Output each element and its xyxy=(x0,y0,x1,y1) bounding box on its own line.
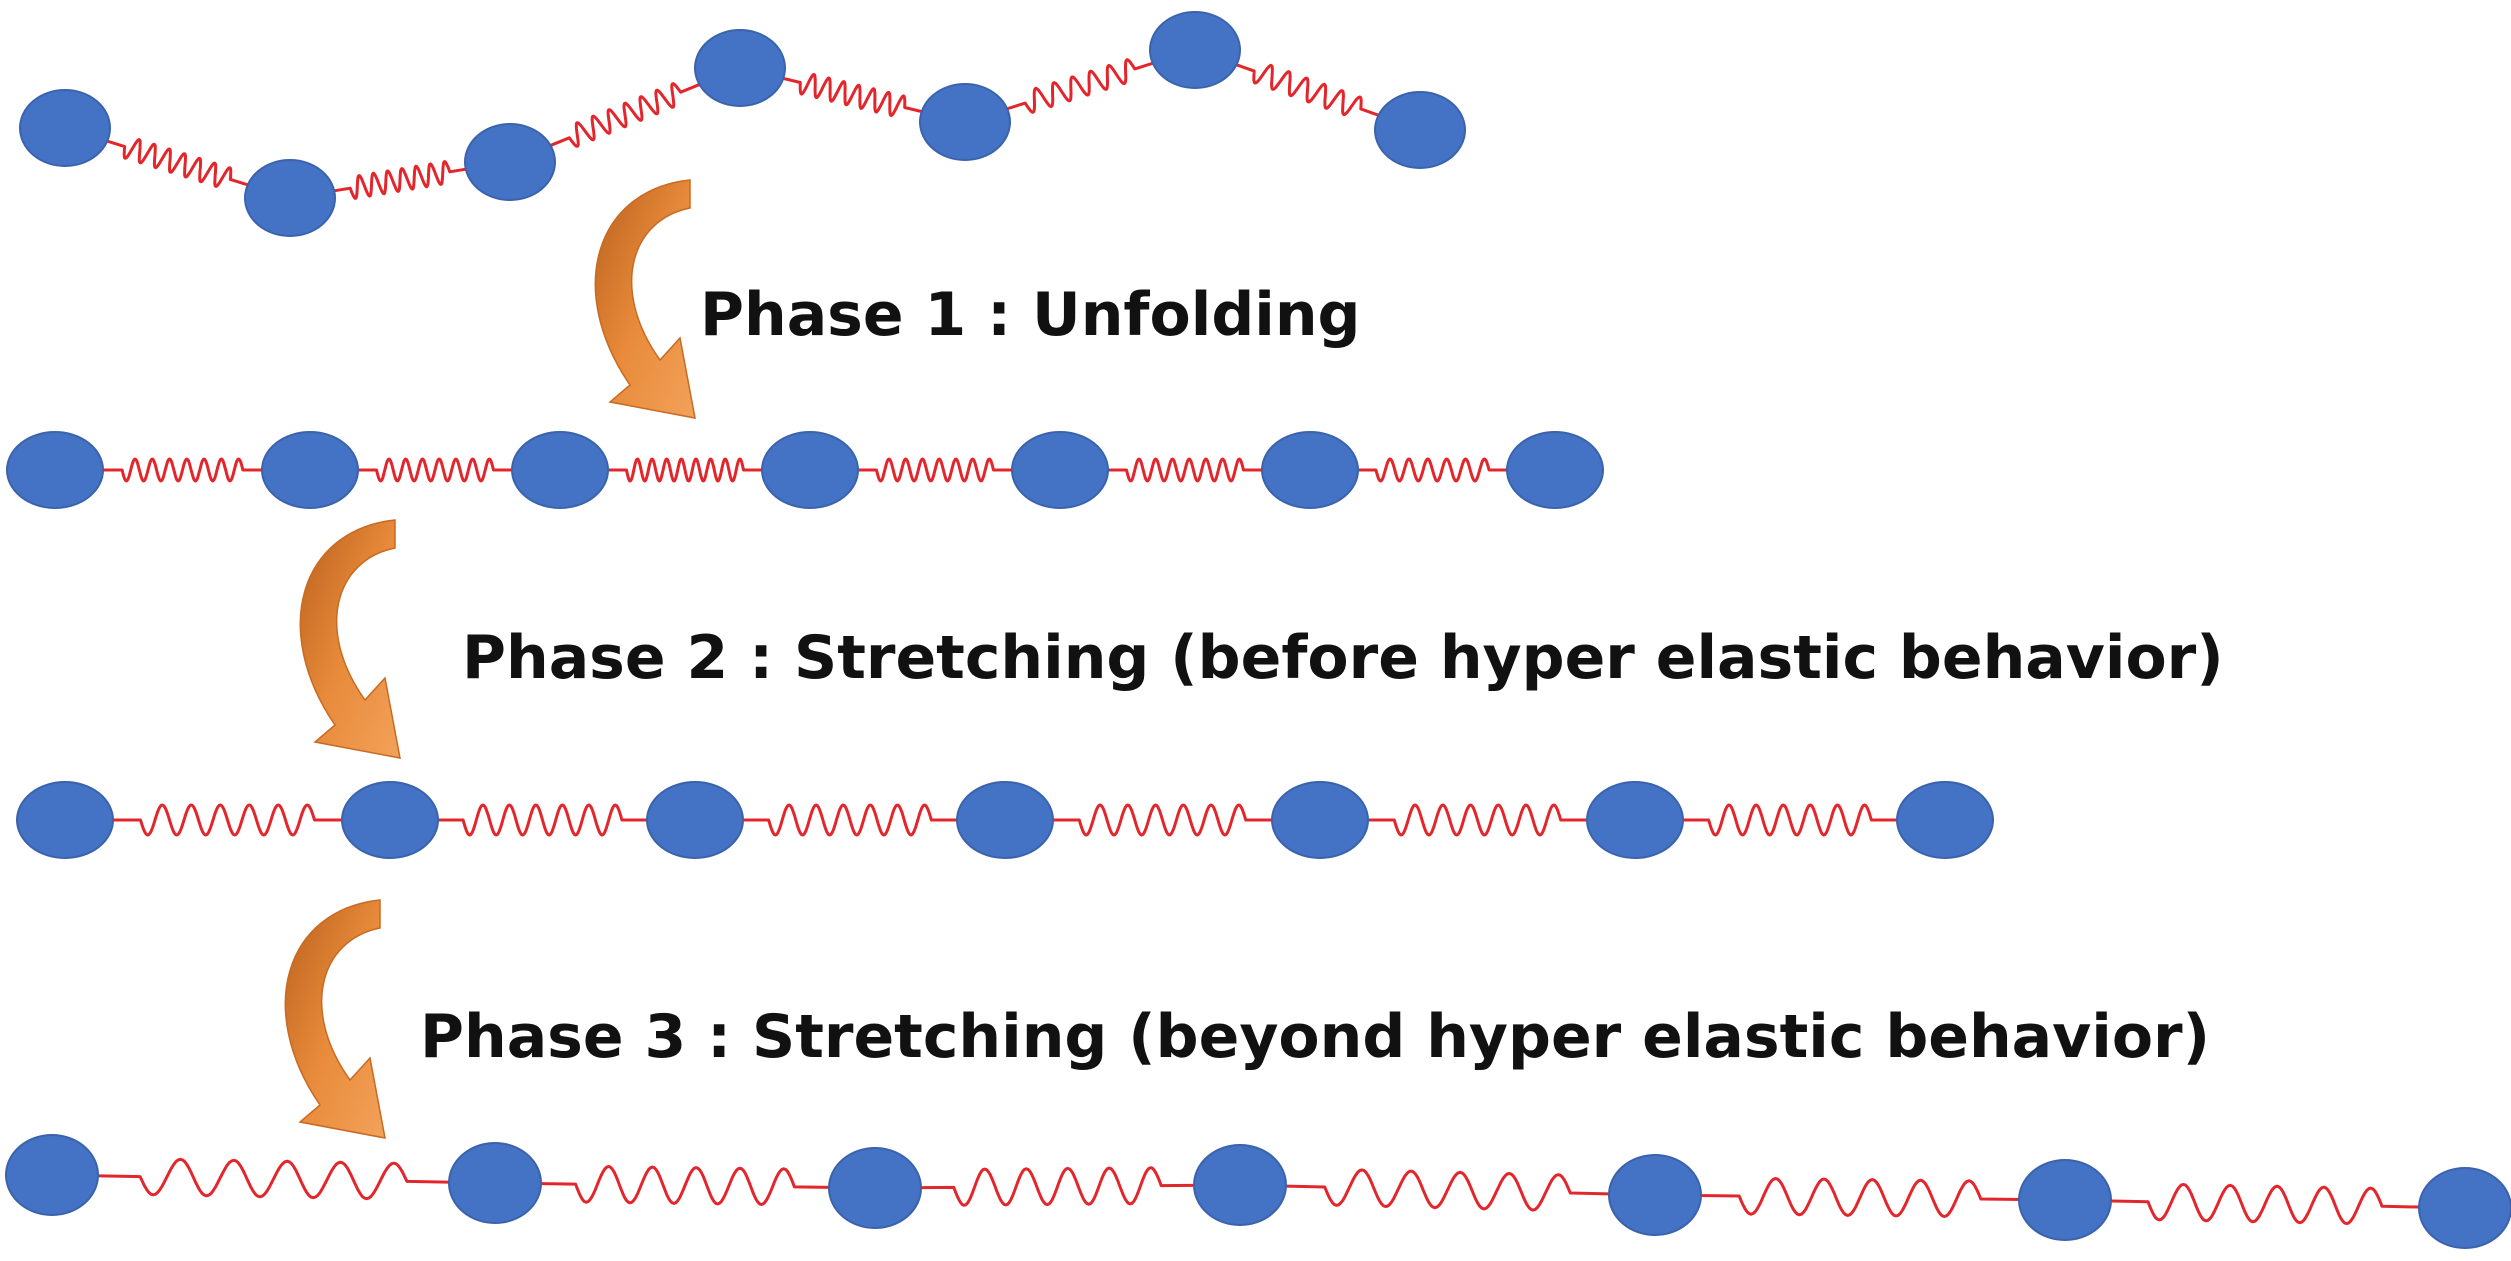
spring-bond xyxy=(64,126,291,200)
bead xyxy=(919,83,1011,161)
bead xyxy=(646,781,744,859)
spring-bond xyxy=(310,457,560,483)
bead xyxy=(1149,11,1241,89)
bead xyxy=(1271,781,1369,859)
bead xyxy=(464,123,556,201)
spring-bond xyxy=(2064,1182,2466,1226)
bead xyxy=(694,29,786,107)
spring-bond xyxy=(65,803,390,837)
spring-bond xyxy=(1239,1168,1656,1212)
bead xyxy=(341,781,439,859)
spring-bond xyxy=(1060,457,1310,483)
spring-bond xyxy=(739,66,966,124)
spring-bond xyxy=(1654,1177,2066,1218)
bead xyxy=(1506,431,1604,509)
bead xyxy=(1608,1154,1702,1236)
arrows-layer xyxy=(284,179,696,1139)
bead xyxy=(261,431,359,509)
spring-bond xyxy=(51,1157,496,1201)
spring-bond xyxy=(874,1166,1241,1207)
spring-bond xyxy=(494,1165,876,1206)
bead xyxy=(6,431,104,509)
spring-bond xyxy=(1320,803,1635,837)
bead xyxy=(2418,1167,2511,1249)
phase-3-arrow xyxy=(284,899,386,1139)
chains-layer xyxy=(5,11,2511,1249)
phase-1-label: Phase 1 : Unfolding xyxy=(700,280,1361,350)
spring-bond xyxy=(560,457,810,483)
spring-bond xyxy=(810,457,1060,483)
bead xyxy=(244,159,336,237)
stretched-chain-phase3 xyxy=(5,1134,2511,1249)
phase-2-label: Phase 2 : Stretching (before hyper elast… xyxy=(462,623,2224,693)
bead xyxy=(1374,91,1466,169)
bead xyxy=(1896,781,1994,859)
bead xyxy=(5,1134,99,1216)
phase-1-arrow xyxy=(594,179,696,419)
bead xyxy=(1193,1144,1287,1226)
bead xyxy=(16,781,114,859)
phase-3-label: Phase 3 : Stretching (beyond hyper elast… xyxy=(420,1002,2210,1072)
spring-bond xyxy=(964,48,1196,124)
bead xyxy=(19,89,111,167)
bead xyxy=(511,431,609,509)
stretched-chain-phase2 xyxy=(16,781,1994,859)
bead xyxy=(448,1142,542,1224)
spring-bond xyxy=(1310,457,1555,483)
bead xyxy=(2018,1159,2112,1241)
spring-bond xyxy=(289,160,511,200)
spring-bond xyxy=(55,457,310,483)
spring-bond xyxy=(695,803,1005,837)
bead xyxy=(956,781,1054,859)
phase-2-arrow xyxy=(299,519,401,759)
bead xyxy=(1261,431,1359,509)
spring-bond xyxy=(509,66,741,164)
unfolded-chain xyxy=(6,431,1604,509)
bead xyxy=(828,1147,922,1229)
spring-bond xyxy=(1194,48,1421,132)
bead xyxy=(1586,781,1684,859)
folded-chain xyxy=(19,11,1466,237)
bead xyxy=(761,431,859,509)
spring-bond xyxy=(1635,803,1945,837)
spring-bond xyxy=(390,803,695,837)
spring-bond xyxy=(1005,803,1320,837)
bead xyxy=(1011,431,1109,509)
